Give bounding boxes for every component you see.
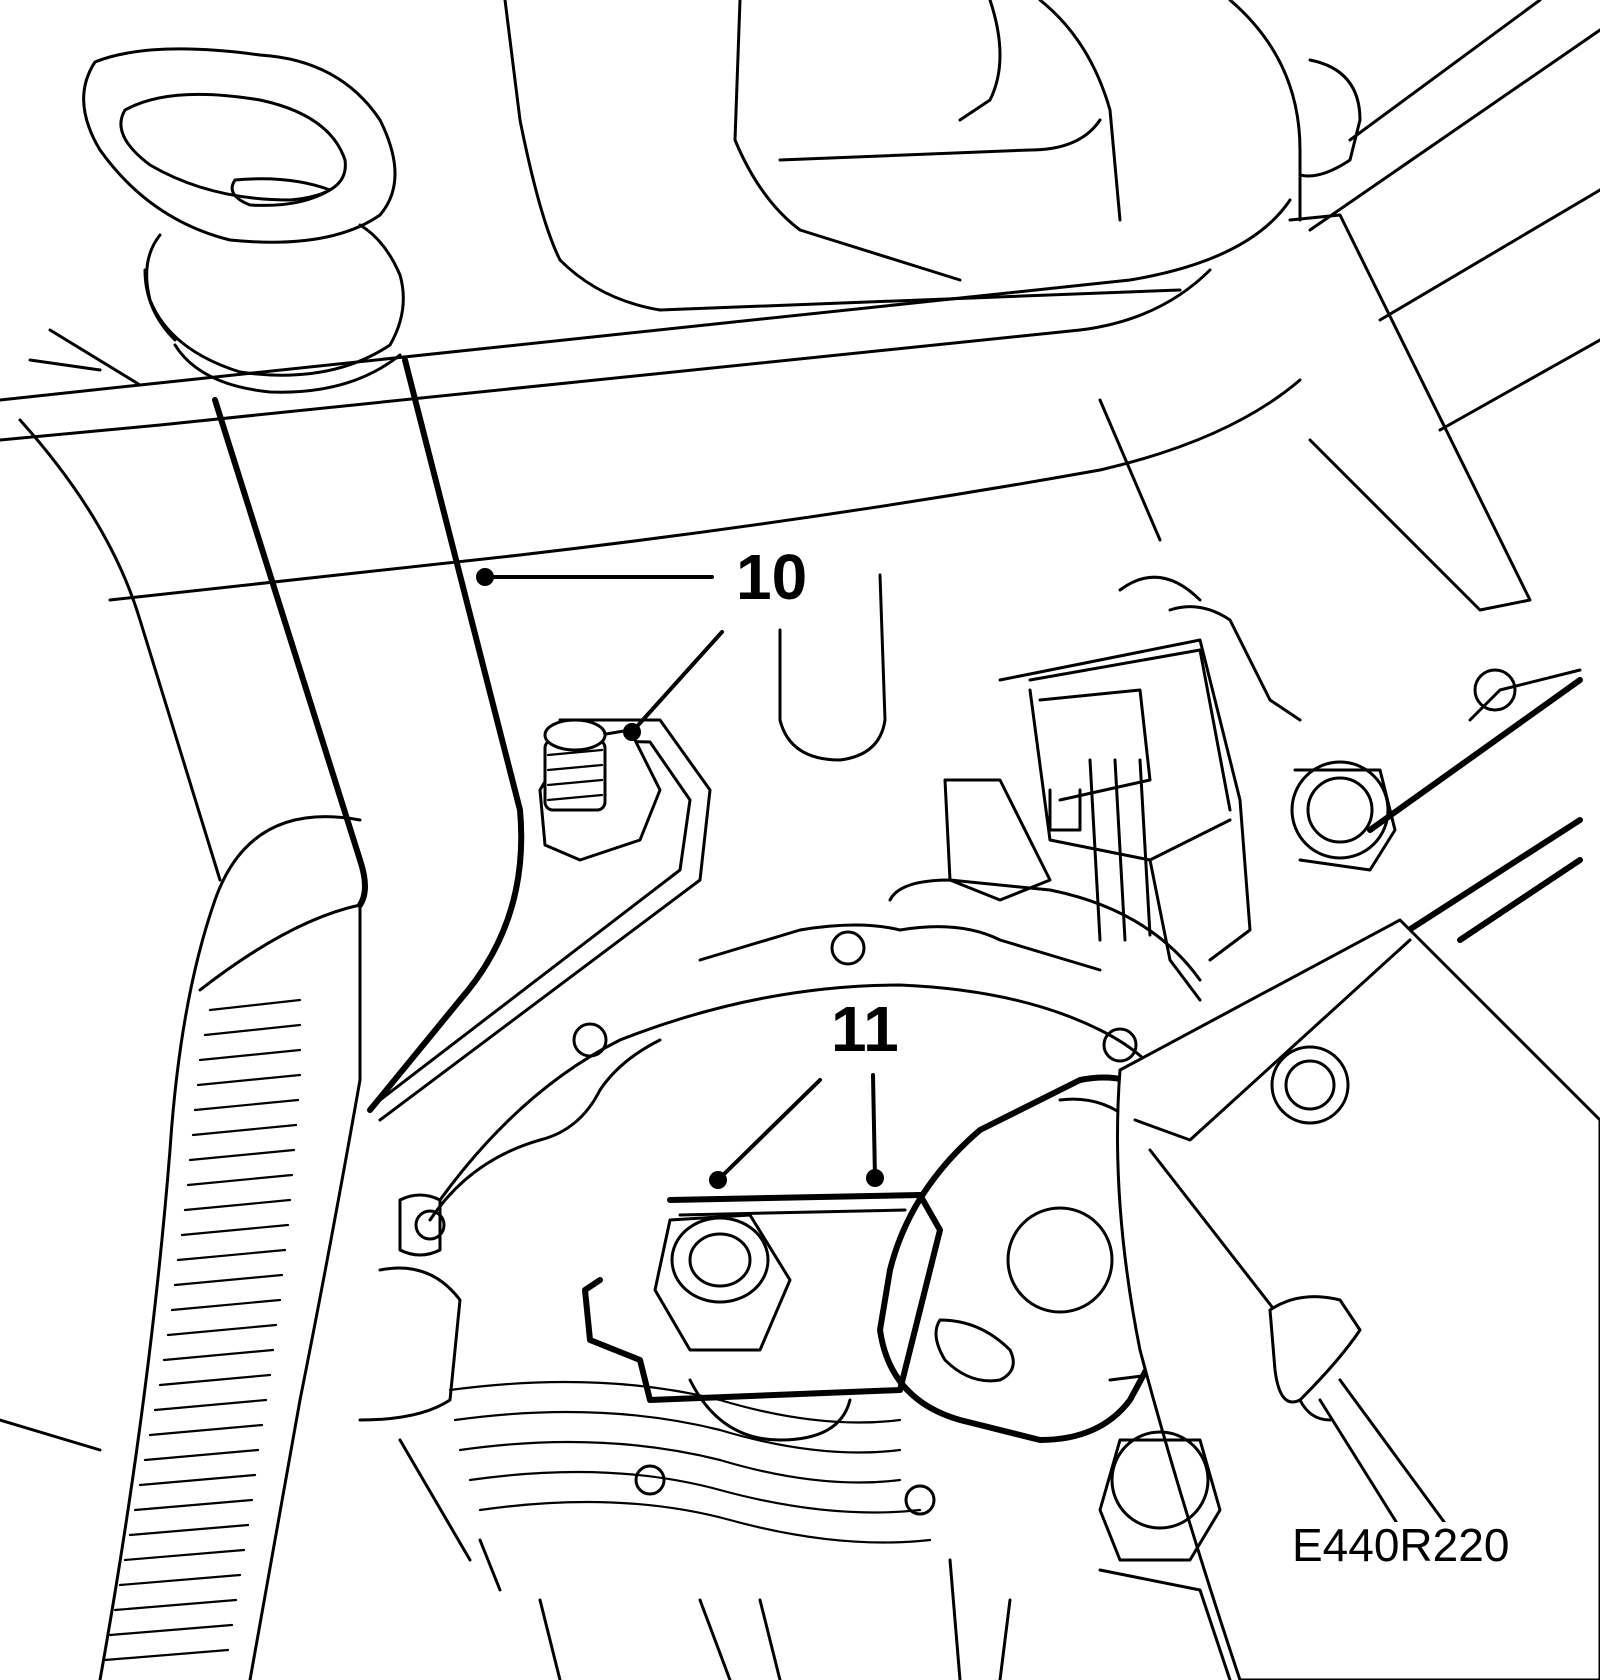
mount-plate bbox=[877, 918, 1600, 1680]
center-tab bbox=[778, 573, 887, 762]
leader-10-dot-a bbox=[476, 568, 494, 586]
sensor-connector bbox=[888, 575, 1583, 1003]
leader-10-dot-b bbox=[623, 723, 641, 741]
leader-11-dot-b bbox=[866, 1169, 884, 1187]
bolted-arm bbox=[582, 1192, 943, 1442]
callout-11: 11 bbox=[827, 997, 903, 1061]
crossover-pipe bbox=[0, 198, 1532, 882]
oil-filler-tube bbox=[82, 47, 525, 1113]
leader-11-dot-a bbox=[709, 1171, 727, 1189]
figure-code: E440R220 bbox=[1290, 1519, 1512, 1571]
stud-bracket bbox=[378, 718, 712, 1122]
housing-cover bbox=[358, 923, 1172, 1680]
upper-duct bbox=[503, 0, 1600, 432]
callout-leaders bbox=[476, 568, 884, 1189]
corrugated-hose bbox=[0, 815, 362, 1680]
callout-10: 10 bbox=[732, 545, 812, 609]
